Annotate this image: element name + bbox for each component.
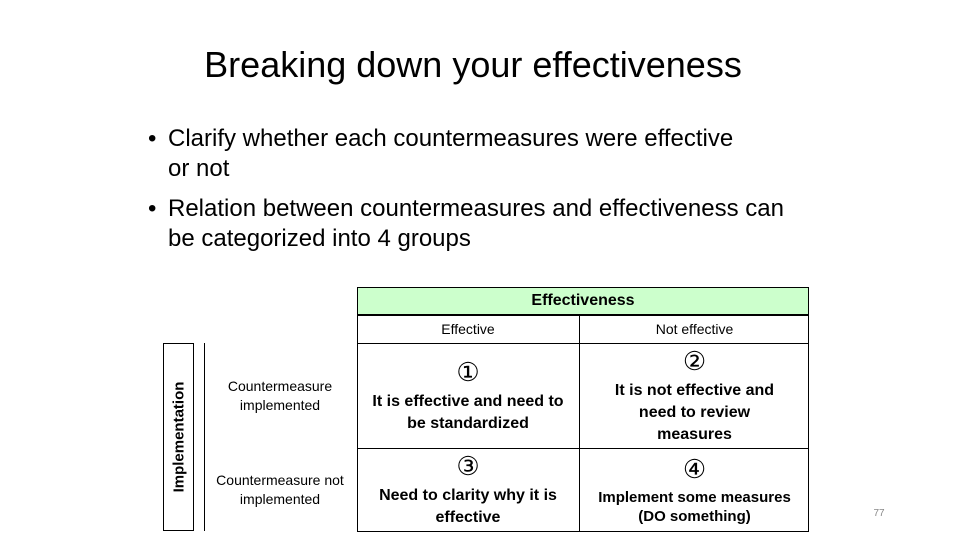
quadrant-number: ① [456, 356, 480, 387]
grid-line [357, 315, 358, 531]
quadrant-number: ② [682, 345, 707, 376]
grid-line [579, 315, 580, 531]
row-header-not-implemented: Countermeasure not implemented [216, 472, 344, 507]
grid-line [357, 343, 809, 344]
quadrant-text: Implement some measures (DO something) [598, 489, 791, 525]
bullet-marker: • [148, 125, 157, 152]
quadrant-number: ③ [456, 451, 480, 481]
row-header-implemented: Countermeasure implemented [227, 377, 333, 413]
quadrant-text: Need to clarity why it is effective [379, 487, 557, 526]
grid-line [808, 315, 809, 531]
quadrant-1: ① It is effective and need to be standar… [357, 343, 579, 448]
quadrant-number: ④ [682, 454, 707, 484]
quadrant-4: ④ Implement some measures (DO something) [580, 449, 809, 531]
bullet-item: • Relation between countermeasures and e… [148, 194, 808, 254]
bullet-text: Clarify whether each countermeasures wer… [168, 125, 734, 182]
implementation-axis-box [163, 343, 194, 531]
bullet-item: • Clarify whether each countermeasures w… [148, 124, 758, 184]
grid-line [357, 531, 809, 532]
quadrant-2: ② It is not effective and need to review… [580, 343, 809, 448]
page-number: 77 [873, 508, 885, 519]
column-header-not-effective: Not effective [655, 321, 734, 337]
slide-title: Breaking down your effectiveness [204, 44, 742, 85]
bullet-list: • Clarify whether each countermeasures w… [148, 124, 808, 264]
grid-line [357, 448, 809, 449]
bullet-text: Relation between countermeasures and eff… [168, 195, 784, 252]
quadrant-3: ③ Need to clarity why it is effective [357, 449, 579, 531]
column-header-effective: Effective [441, 321, 495, 337]
quadrant-text: It is effective and need to be standardi… [372, 392, 564, 432]
bullet-marker: • [148, 195, 157, 222]
quadrant-text: It is not effective and need to review m… [614, 381, 775, 443]
effectiveness-header: Effectiveness [357, 287, 809, 315]
grid-line [357, 315, 809, 316]
grid-line [204, 343, 205, 531]
implementation-axis-label: Implementation [170, 381, 188, 493]
